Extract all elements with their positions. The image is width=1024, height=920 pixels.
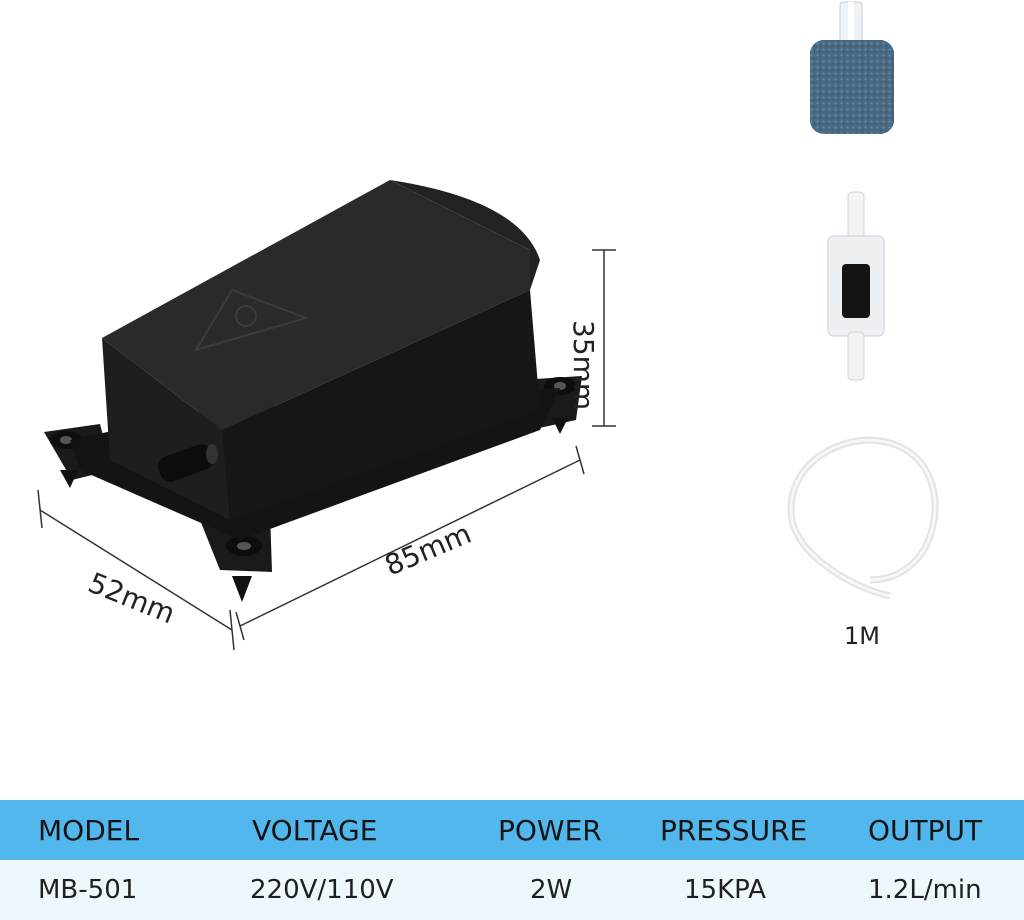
value-pressure: 15KPA [684, 875, 766, 905]
spec-table: MODEL VOLTAGE POWER PRESSURE OUTPUT MB-5… [0, 800, 1024, 920]
product-illustration [37, 1, 939, 651]
value-voltage: 220V/110V [250, 875, 394, 905]
air-pump-image [44, 180, 582, 602]
value-output: 1.2L/min [868, 875, 982, 905]
air-tube-image [787, 436, 939, 600]
tube-length-label: 1M [844, 622, 880, 650]
spec-table-header: MODEL VOLTAGE POWER PRESSURE OUTPUT [0, 800, 1024, 860]
header-output: OUTPUT [868, 813, 983, 847]
dimension-lines [37, 249, 616, 651]
air-stone-image [810, 1, 894, 134]
header-pressure: PRESSURE [660, 813, 808, 847]
value-model: MB-501 [38, 875, 138, 905]
header-voltage: VOLTAGE [252, 813, 378, 847]
height-dimension-label: 35mm [567, 320, 600, 411]
value-power: 2W [530, 875, 573, 905]
spec-table-row: MB-501 220V/110V 2W 15KPA 1.2L/min [0, 860, 1024, 920]
check-valve-image [827, 191, 885, 381]
header-model: MODEL [38, 813, 140, 847]
header-power: POWER [498, 813, 602, 847]
